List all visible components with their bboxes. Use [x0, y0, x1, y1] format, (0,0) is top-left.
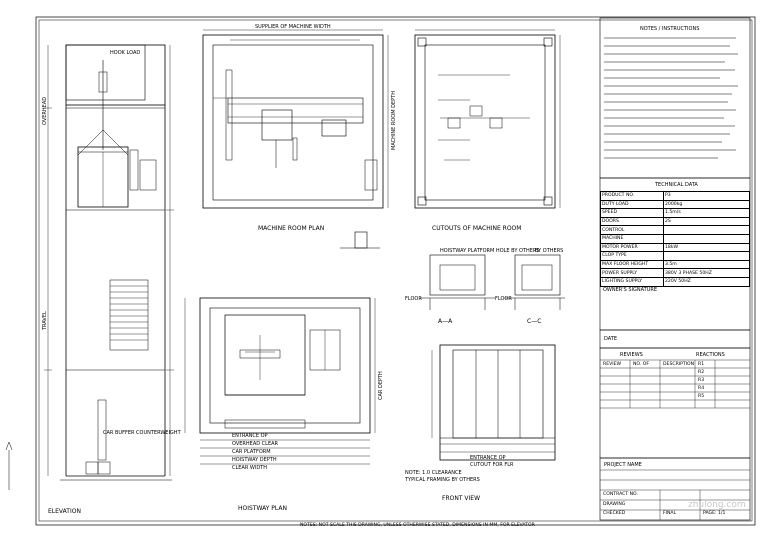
checked-label: CHECKED — [603, 511, 626, 516]
rev-col-3: DESCRIPTION — [663, 362, 695, 367]
front-view-title: FRONT VIEW — [442, 495, 481, 502]
tech-row: CONTROL — [600, 225, 750, 235]
cutouts-title: CUTOUTS OF MACHINE ROOM — [432, 225, 522, 232]
date-label: DATE — [604, 336, 618, 342]
hoistway-dim-5: CLEAR WIDTH — [232, 465, 268, 471]
owner-signature: OWNER'S SIGNATURE — [603, 287, 658, 293]
hoistway-dim-1: ENTRANCE OP — [232, 433, 268, 439]
final-label: FINAL — [663, 511, 677, 516]
hoistway-plan-title: HOISTWAY PLAN — [238, 505, 287, 512]
machine-room-width-dim: SUPPLIER OF MACHINE WIDTH — [255, 24, 331, 30]
machine-room-depth-dim: MACHINE ROOM DEPTH — [391, 91, 397, 150]
front-view-dim-2: CUTOUT FOR FLR — [470, 462, 514, 468]
reaction-row: R5 — [698, 394, 705, 399]
section-floor-left: FLOOR — [405, 296, 422, 302]
tech-row: CLOP TYPE — [600, 251, 750, 261]
section-note: HOISTWAY PLATFORM HOLE BY OTHERS — [440, 248, 540, 254]
elevation-title: ELEVATION — [48, 508, 81, 515]
contract-no-label: CONTRACT NO. — [603, 492, 638, 497]
reactions-label: REACTIONS — [696, 352, 725, 358]
rev-col-2: NO. OF — [633, 362, 650, 367]
hoistway-dim-2: OVERHEAD CLEAR — [232, 441, 279, 447]
drawing-label: DRAWING — [603, 502, 626, 507]
technical-data-heading: TECHNICAL DATA — [655, 182, 698, 188]
rev-col-1: REVIEW — [603, 362, 622, 367]
section-note-2: BY OTHERS — [535, 248, 564, 254]
elevation-hook-note: HOOK LOAD — [110, 50, 141, 56]
front-view-dim-1: ENTRANCE OP — [470, 455, 506, 461]
reaction-row: R3 — [698, 378, 705, 383]
tech-row: MACHINE — [600, 233, 750, 244]
reaction-row: R4 — [698, 386, 705, 391]
tech-row: PRODUCT NO.P3 — [600, 191, 750, 201]
section-c-c: C—C — [527, 318, 542, 325]
hoistway-note-2: TYPICAL FRAMING BY OTHERS — [405, 477, 480, 483]
hoistway-dim-3: CAR PLATFORM — [232, 449, 271, 455]
hoistway-dim-4: HOISTWAY DEPTH — [232, 457, 277, 463]
machine-room-plan-title: MACHINE ROOM PLAN — [258, 225, 325, 232]
elevation-travel-dim: TRAVEL — [42, 311, 48, 330]
section-floor-right: FLOOR — [495, 296, 512, 302]
elevation-overhead-dim: OVERHEAD — [42, 96, 48, 125]
reaction-row: R1 — [698, 362, 705, 367]
notes-heading: NOTES / INSTRUCTIONS — [640, 26, 700, 32]
hoistway-dim-6: CAR DEPTH — [378, 371, 384, 400]
page-label: PAGE: 1/1 — [703, 511, 726, 516]
bottom-note: NOTES: NOT SCALE THIS DRAWING, UNLESS OT… — [300, 523, 535, 528]
elevation-pit-note: CAR BUFFER COUNTERWEIGHT — [103, 430, 181, 436]
project-name-label: PROJECT NAME — [604, 462, 642, 468]
watermark: zhulong.com — [688, 500, 746, 510]
reviews-label: REVIEWS — [620, 352, 643, 358]
reaction-row: R2 — [698, 370, 705, 375]
hoistway-note-1: NOTE: 1.0 CLEARANCE — [405, 470, 462, 476]
section-a-a: A—A — [438, 318, 453, 325]
